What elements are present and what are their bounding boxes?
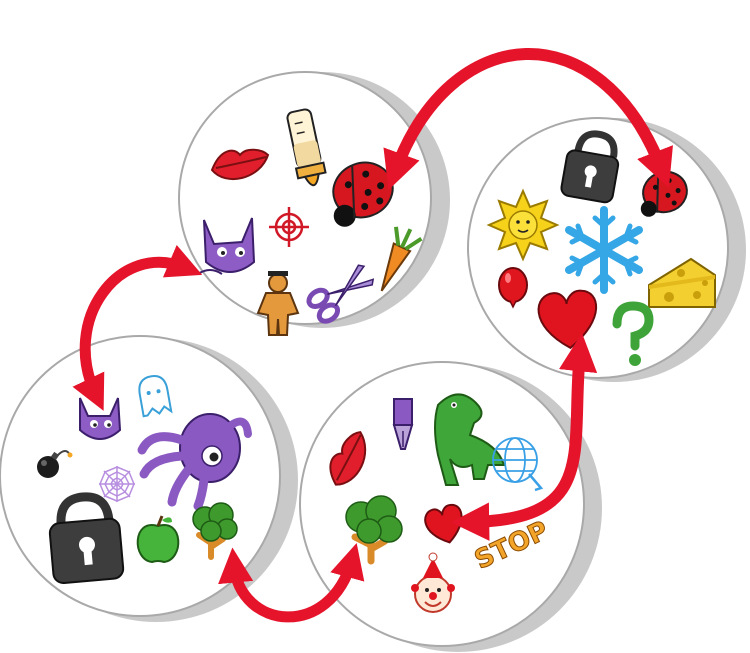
question-mark-icon[interactable] <box>612 301 654 366</box>
balloon-icon[interactable] <box>498 267 528 309</box>
ink-pen-icon[interactable] <box>392 398 414 450</box>
card-top[interactable] <box>178 71 450 336</box>
cat-icon[interactable] <box>197 217 256 275</box>
snowflake-icon[interactable] <box>565 206 643 294</box>
match-arrow-tree <box>218 543 365 623</box>
scissors-icon[interactable] <box>306 261 378 325</box>
spider-web-icon[interactable] <box>99 466 135 502</box>
tree-icon[interactable] <box>192 502 238 560</box>
match-arrow-ladybug <box>383 48 673 191</box>
lips-icon[interactable] <box>210 148 270 180</box>
gingerbread-man-icon[interactable] <box>256 271 300 336</box>
card-bottom[interactable]: STOP <box>299 361 602 652</box>
bomb-icon[interactable] <box>37 450 73 478</box>
target-icon[interactable] <box>269 207 309 247</box>
cheese-icon[interactable] <box>648 257 716 308</box>
match-arrow-heart <box>450 332 598 541</box>
card-right[interactable] <box>467 117 746 382</box>
match-arrow-cat <box>72 244 203 411</box>
card-left[interactable] <box>0 335 298 622</box>
lips-icon[interactable] <box>320 429 378 491</box>
sun-icon[interactable] <box>486 188 560 262</box>
tree-icon[interactable] <box>345 495 403 565</box>
carrot-icon[interactable] <box>369 223 423 296</box>
baby-bottle-icon[interactable] <box>284 108 327 188</box>
apple-icon[interactable] <box>136 515 180 564</box>
clown-icon[interactable] <box>411 552 455 613</box>
octopus-icon[interactable] <box>137 413 252 511</box>
padlock-icon[interactable] <box>47 492 125 584</box>
